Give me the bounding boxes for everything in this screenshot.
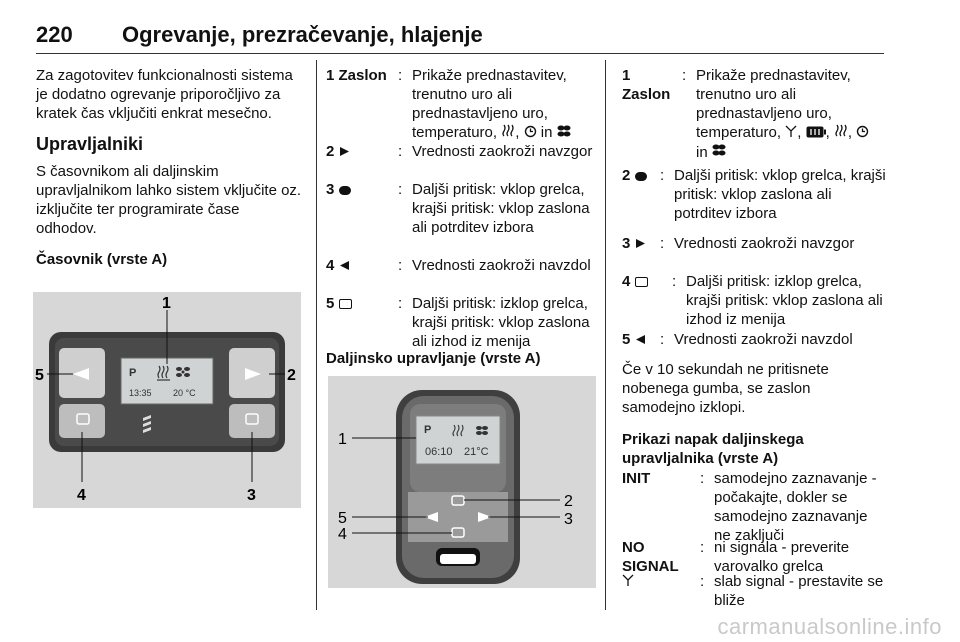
button-outline-icon (634, 277, 648, 288)
callout-4: 4 (338, 526, 347, 543)
list-item: 1 Zaslon : Prikaže prednastavitev, trenu… (326, 66, 594, 143)
remote-display (415, 415, 501, 465)
fan-icon (712, 143, 726, 162)
right-arrow-icon (339, 143, 350, 162)
callout-3: 3 (247, 487, 256, 504)
list-item: 4 : Vrednosti zaokroži navzdol (326, 257, 591, 276)
svg-text:P: P (424, 424, 431, 436)
clock-icon (856, 124, 869, 143)
fan-icon (557, 124, 571, 143)
heater-icon (501, 124, 515, 143)
button-filled-icon (338, 185, 351, 195)
callout-3: 3 (564, 511, 573, 528)
callout-4: 4 (77, 487, 86, 504)
heater-icon (452, 424, 464, 437)
clock-icon (524, 124, 537, 143)
page-header: 220 Ogrevanje, prezračevanje, hlajenje (36, 22, 884, 54)
list-item: 3 : Daljši pritisk: vklop grelca, krajši… (326, 181, 590, 236)
list-item: 2 : Vrednosti zaokroži navzgor (326, 143, 593, 162)
section-text: S časovnikom ali daljinskim upravljalnik… (36, 163, 302, 237)
intro-paragraph: Za zagotovitev funkcionalnosti sistema j… (36, 67, 293, 122)
left-arrow-icon (339, 257, 350, 276)
page-number: 220 (36, 22, 73, 47)
error-row: NO SIGNAL : ni signala - preverite varov… (622, 539, 850, 575)
errors-subheading: Prikazi napak daljinskega upravljalnika … (622, 431, 804, 467)
logo-icon (143, 415, 151, 433)
timer-figure: P 13:35 20 °C 1 2 3 4 5 (33, 292, 301, 508)
list-item: 5 : Daljši pritisk: izklop grelca, krajš… (326, 295, 590, 350)
callout-5: 5 (338, 510, 347, 527)
column-1: Za zagotovitev funkcionalnosti sistema j… (36, 66, 302, 269)
timer-subheading: Časovnik (vrste A) (36, 251, 168, 268)
page-title: Ogrevanje, prezračevanje, hlajenje (122, 22, 483, 47)
timer-display (120, 357, 214, 405)
right-arrow-icon (635, 235, 646, 254)
column-divider-2 (605, 60, 606, 610)
section-heading: Upravljalniki (36, 134, 144, 154)
button-outline-icon (338, 299, 352, 310)
header-rule (36, 53, 884, 54)
timeout-paragraph: Če v 10 sekundah ne pritisnete nobenega … (622, 361, 829, 416)
right-arrow-icon (478, 512, 492, 522)
remote-figure: P 06:10 21°C 1 2 3 4 5 (328, 376, 596, 588)
left-arrow-icon (73, 368, 89, 380)
footer-watermark: carmanualsonline.info (717, 614, 942, 639)
svg-text:21°C: 21°C (464, 446, 489, 458)
right-arrow-icon (245, 368, 261, 380)
callout-1: 1 (338, 431, 347, 448)
fan-icon (176, 367, 190, 377)
timer-button-4 (59, 404, 105, 438)
list-item: 2 : Daljši pritisk: vklop grelca, krajši… (622, 167, 886, 222)
remote-subheading: Daljinsko upravljanje (vrste A) (326, 350, 541, 367)
list-item: 4 : Daljši pritisk: izklop grelca, krajš… (622, 273, 883, 328)
callout-1: 1 (162, 295, 171, 312)
callout-2: 2 (287, 367, 296, 384)
error-row: : slab signal - prestavite se bliže (622, 572, 886, 610)
list-item: 5 : Vrednosti zaokroži navzdol (622, 331, 853, 350)
heater-icon (834, 124, 848, 143)
left-arrow-icon (635, 331, 646, 350)
timer-button-3 (229, 404, 275, 438)
svg-text:06:10: 06:10 (425, 446, 453, 458)
signal-antenna-icon (622, 573, 634, 592)
svg-text:20 °C: 20 °C (173, 388, 196, 398)
svg-text:13:35: 13:35 (129, 388, 152, 398)
fan-icon (476, 426, 488, 435)
column-divider-1 (316, 60, 317, 610)
battery-icon (806, 124, 826, 143)
svg-text:P: P (129, 367, 136, 379)
left-arrow-icon (424, 512, 438, 522)
list-item: 3 : Vrednosti zaokroži navzgor (622, 235, 855, 254)
signal-antenna-icon (785, 124, 797, 143)
callout-5: 5 (35, 367, 44, 384)
heater-icon (157, 365, 170, 381)
callout-2: 2 (564, 493, 573, 510)
error-row: INIT : samodejno zaznavanje - počakajte,… (622, 470, 877, 544)
button-filled-icon (634, 171, 647, 181)
